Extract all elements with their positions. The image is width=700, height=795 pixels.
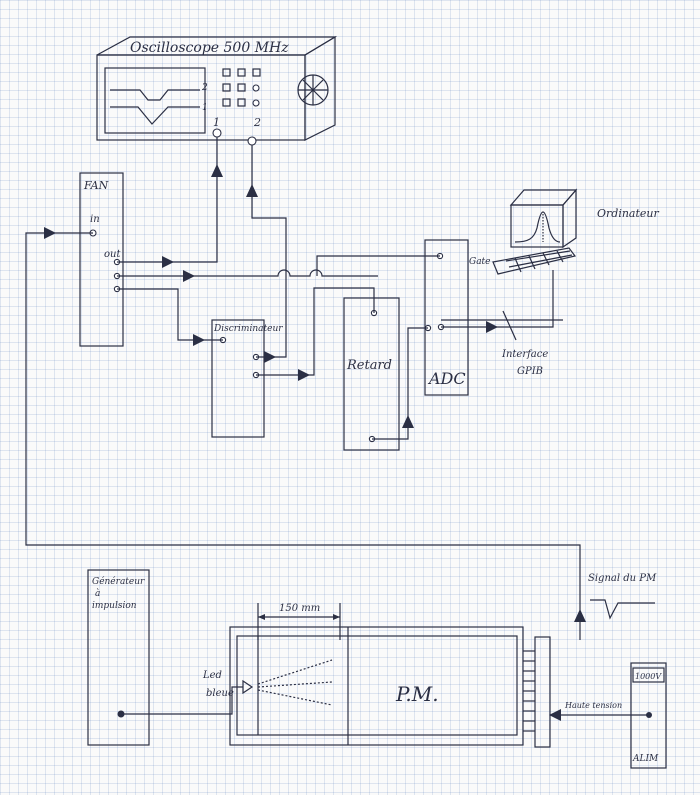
fan-in-label: in: [90, 214, 100, 225]
wire-generator-to-led: [121, 686, 243, 715]
computer-title: Ordinateur: [597, 207, 659, 220]
oscilloscope-input-1: [212, 128, 222, 138]
fan-out-label: out: [104, 249, 121, 260]
adc-module: ADC Gate: [424, 239, 491, 396]
computer: Ordinateur: [492, 188, 659, 275]
interface-label-line1: Interface: [501, 349, 548, 360]
led-label-line1: Led: [202, 670, 222, 681]
connection-wires: [25, 137, 649, 716]
oscilloscope-trace-lower: [110, 106, 200, 125]
arrow-scope2: [246, 184, 258, 197]
oscilloscope: 2 1 Oscilloscope 500 MHz 1 2: [96, 35, 338, 146]
oscilloscope-channel-2-label: 2: [253, 116, 261, 129]
distance-measurement: 150 mm: [257, 603, 341, 640]
retard-module: Retard: [343, 297, 400, 451]
screen-label-1: 1: [202, 103, 208, 113]
led-symbol: [242, 679, 254, 695]
signal-arrows: [44, 164, 586, 721]
arrow-fan-out1: [162, 256, 174, 268]
arrow-fan-in: [44, 227, 56, 239]
pulse-generator-line3: impulsion: [92, 601, 137, 611]
discriminator-title: Discriminateur: [213, 324, 283, 334]
pm-signal-pulse: [590, 599, 655, 620]
fan-module: FAN in out: [79, 172, 124, 347]
arrow-fan-out2: [183, 270, 195, 282]
distance-label: 150 mm: [279, 603, 320, 614]
computer-keyboard: [492, 247, 577, 275]
oscilloscope-speaker-grill: [297, 74, 329, 106]
computer-monitor: [510, 204, 564, 248]
wire-adc-to-computer: [441, 270, 554, 328]
oscilloscope-channel-1-label: 1: [213, 116, 220, 129]
interface-label-line2: GPIB: [517, 366, 543, 377]
retard-title: Retard: [346, 358, 392, 373]
wire-fan-to-discriminator: [117, 288, 223, 341]
pm-title: P.M.: [395, 682, 439, 706]
light-ray: [257, 659, 333, 685]
arrow-disc-out2: [298, 369, 310, 381]
pm-assembly: P.M.: [229, 626, 551, 748]
adc-gate-label: Gate: [469, 257, 491, 267]
wire-gate-upper: [316, 255, 440, 276]
pulse-generator: Générateur à impulsion: [87, 569, 150, 746]
pulse-generator-line1: Générateur: [92, 576, 145, 587]
pulse-generator-line2: à: [95, 588, 100, 599]
high-voltage-label: Haute tension: [564, 701, 622, 710]
oscilloscope-input-2: [247, 136, 257, 146]
alim-display-value: 1000V: [635, 672, 662, 681]
discriminator-module: Discriminateur: [211, 319, 283, 438]
oscilloscope-title: Oscilloscope 500 MHz: [130, 40, 289, 56]
wire-fan-to-adc-gate: [117, 269, 378, 277]
wire-retard-to-adc: [372, 327, 428, 440]
wire-fan-to-scope1: [117, 137, 218, 263]
fan-title: FAN: [83, 179, 109, 192]
wire-disc-to-retard: [256, 287, 375, 376]
alim-title: ALIM: [632, 754, 659, 764]
arrow-retard-adc: [402, 415, 414, 428]
pm-connector-pins: [523, 650, 535, 732]
arrow-disc-in: [193, 334, 205, 346]
screen-label-2: 2: [201, 83, 208, 93]
alim-display: [632, 667, 665, 683]
arrow-disc-out1: [264, 351, 276, 363]
pm-signal-label: Signal du PM: [588, 573, 657, 584]
dark-box-inner: [236, 635, 518, 736]
arrow-high-voltage: [549, 709, 561, 721]
arrow-scope1: [211, 164, 223, 177]
oscilloscope-screen: [104, 67, 206, 134]
led-label-line2: bleue: [206, 688, 234, 699]
adc-title: ADC: [427, 369, 466, 388]
computer-screen-gaussian: [514, 211, 561, 243]
arrow-pm-signal: [574, 609, 586, 622]
pm-connector-block: [534, 636, 551, 748]
arrow-adc-computer: [486, 321, 498, 333]
oscilloscope-trace-upper: [110, 89, 200, 101]
oscilloscope-control-panel: [222, 68, 261, 107]
dark-box-outer: [229, 626, 524, 746]
